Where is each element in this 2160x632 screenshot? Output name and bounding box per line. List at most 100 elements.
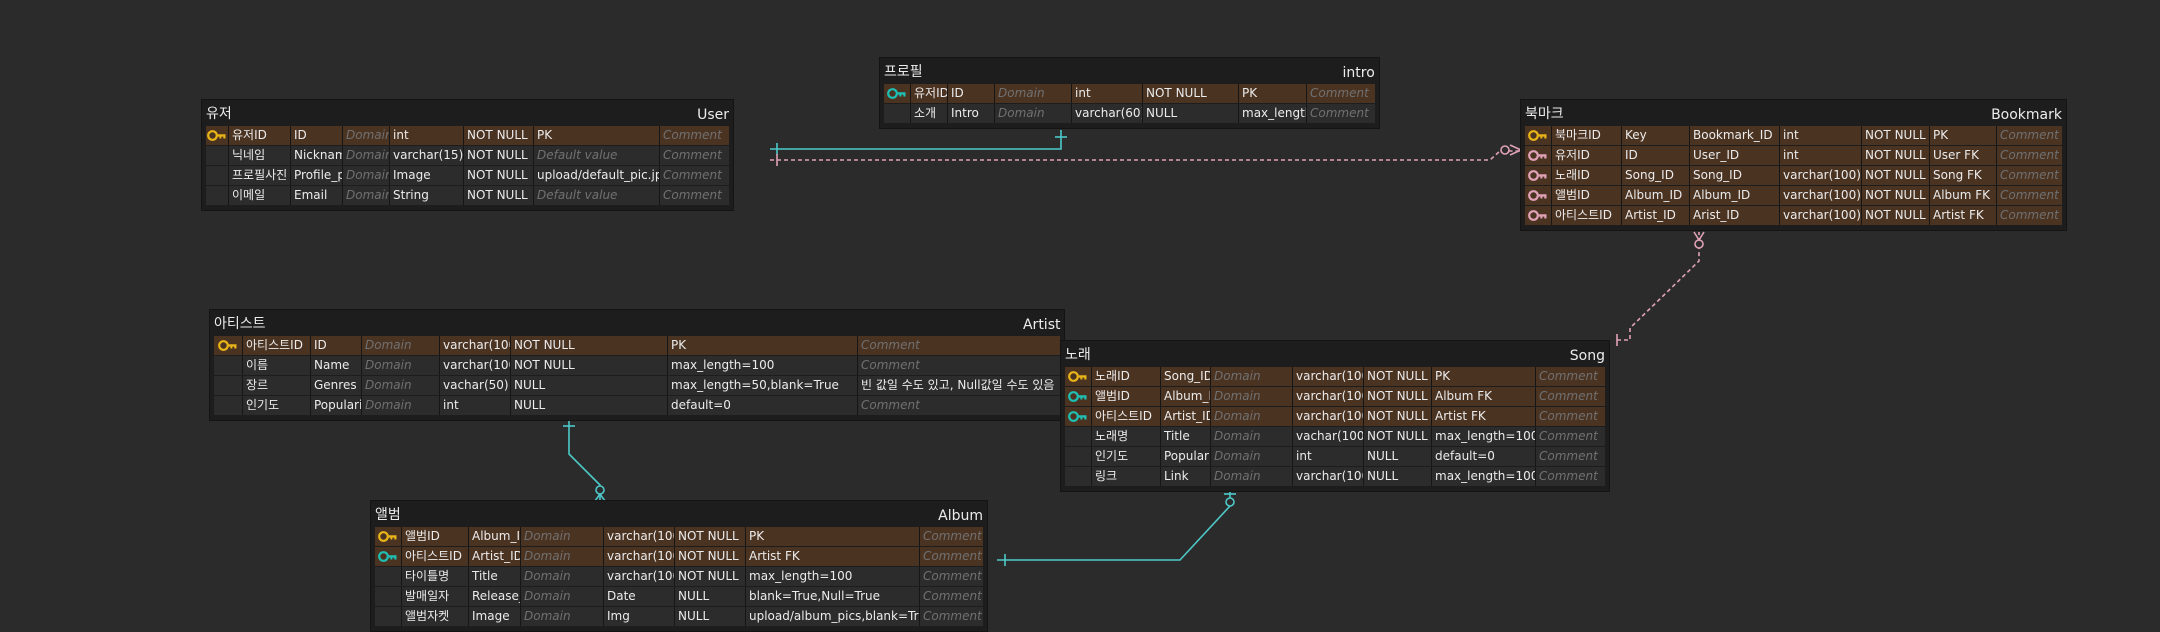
attribute-row[interactable]: 소개IntroDomainvarchar(60)NULLmax_length=6… <box>884 104 1375 123</box>
foreign-key-icon <box>1068 391 1087 402</box>
attr-domain: Domain <box>520 527 603 546</box>
relation-optional-marker <box>1500 145 1510 155</box>
attr-ko: 앨범ID <box>1091 387 1160 406</box>
attr-domain: Domain <box>342 146 389 165</box>
relation-optional-marker <box>1694 239 1704 249</box>
attr-null: NOT NULL <box>674 527 745 546</box>
attr-comment: Comment <box>1996 166 2062 185</box>
attr-def: upload/default_pic.jpg <box>533 166 659 185</box>
attr-def: max_length=100 <box>1431 467 1535 486</box>
attribute-row[interactable]: 닉네임NicknameDomainvarchar(15)NOT NULLDefa… <box>206 146 729 165</box>
attr-def: Default value <box>533 186 659 205</box>
primary-key-icon <box>207 130 226 141</box>
key-cell <box>1065 367 1091 386</box>
key-cell <box>1525 146 1551 165</box>
attr-ko: 북마크ID <box>1551 126 1621 145</box>
entity-artist[interactable]: 아티스트Artist아티스트IDIDDomainvarchar(100)NOT … <box>210 310 1065 420</box>
attr-null: NOT NULL <box>1363 387 1431 406</box>
attr-domain: Bookmark_ID <box>1689 126 1779 145</box>
attr-ko: 프로필사진 <box>228 166 290 185</box>
attr-ko: 앨범ID <box>401 527 468 546</box>
attr-def: PK <box>745 527 919 546</box>
attr-domain: Domain <box>520 567 603 586</box>
attr-domain: Domain <box>994 84 1071 103</box>
attr-name: Song_ID <box>1621 166 1689 185</box>
attr-name: Song_ID <box>1160 367 1210 386</box>
attr-comment: Comment <box>1535 387 1605 406</box>
attr-domain: Domain <box>1210 427 1292 446</box>
attr-null: NOT NULL <box>1363 367 1431 386</box>
attr-def: max_length=60 <box>1238 104 1306 123</box>
attr-ko: 링크 <box>1091 467 1160 486</box>
attribute-row[interactable]: 인기도PopularityDomainintNULLdefault=0Comme… <box>214 396 1061 415</box>
attr-name: Popularity <box>1160 447 1210 466</box>
relation-user-intro <box>770 130 1062 150</box>
attr-comment: Comment <box>659 166 729 185</box>
attribute-row[interactable]: 링크LinkDomainvarchar(100)NULLmax_length=1… <box>1065 467 1605 486</box>
attr-def: Artist FK <box>1929 206 1996 225</box>
primary-key-icon <box>1068 371 1087 382</box>
relation-many-marker <box>1509 144 1522 156</box>
attr-type: String <box>389 186 463 205</box>
relation-many-marker <box>1693 231 1705 242</box>
attr-def: Artist FK <box>1431 407 1535 426</box>
attr-def: blank=True,Null=True <box>745 587 919 606</box>
attribute-row[interactable]: 인기도PopularityDomainintNULLdefault=0Comme… <box>1065 447 1605 466</box>
key-cell <box>884 84 910 103</box>
attr-null: NOT NULL <box>463 186 533 205</box>
attr-comment: Comment <box>1996 146 2062 165</box>
attr-name: Image <box>468 607 520 626</box>
attribute-row[interactable]: 발매일자Release_dateDomainDateNULLblank=True… <box>375 587 983 606</box>
attr-domain: Domain <box>994 104 1071 123</box>
key-cell <box>1065 467 1091 486</box>
attr-name: Title <box>468 567 520 586</box>
entity-physical-name: intro <box>1342 65 1375 81</box>
key-cell <box>206 126 228 145</box>
attr-ko: 닉네임 <box>228 146 290 165</box>
relation-artist-album <box>568 419 601 501</box>
attr-domain: Domain <box>361 336 439 355</box>
attr-null: NOT NULL <box>510 336 667 355</box>
entity-album[interactable]: 앨범Album앨범IDAlbum_IDDomainvarchar(100)NOT… <box>371 501 987 631</box>
key-cell <box>214 376 242 395</box>
attr-domain: Domain <box>520 587 603 606</box>
attr-null: NOT NULL <box>674 567 745 586</box>
attr-null: NOT NULL <box>463 146 533 165</box>
attr-domain: Song_ID <box>1689 166 1779 185</box>
attr-domain: Domain <box>342 126 389 145</box>
attr-ko: 앨범자켓 <box>401 607 468 626</box>
attr-ko: 이메일 <box>228 186 290 205</box>
attr-comment: Comment <box>1306 84 1375 103</box>
attr-comment: Comment <box>1996 186 2062 205</box>
